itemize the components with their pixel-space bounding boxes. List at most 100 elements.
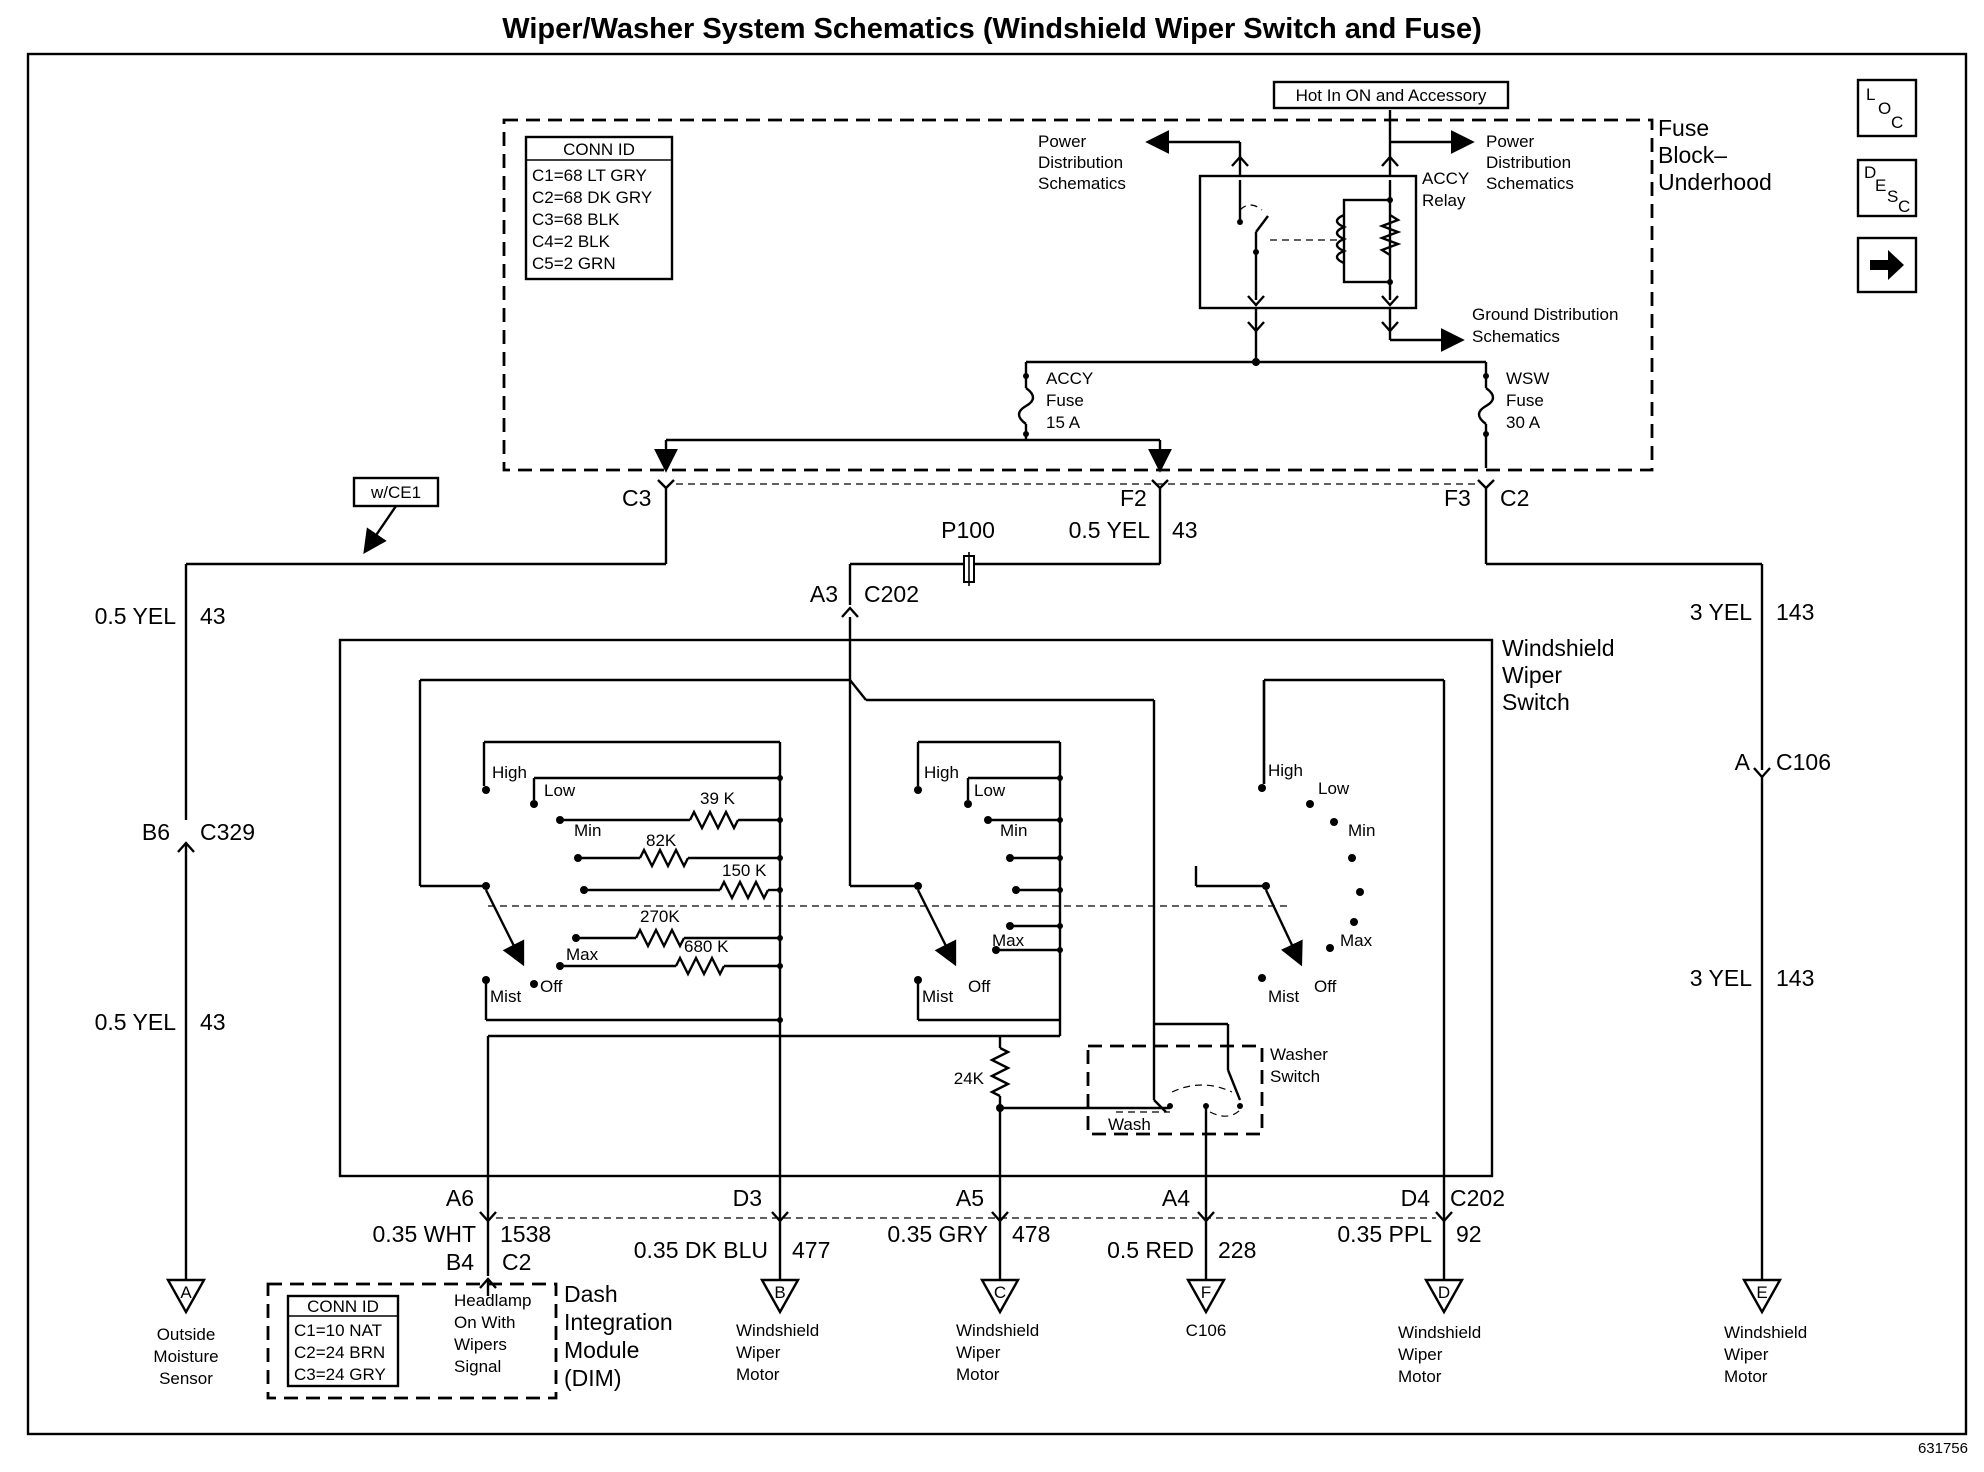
wsw-fuse: WSW Fuse 30 A bbox=[1477, 362, 1549, 468]
svg-text:Schematics: Schematics bbox=[1038, 174, 1126, 193]
svg-text:0.5 RED: 0.5 RED bbox=[1107, 1237, 1194, 1263]
next-button[interactable] bbox=[1856, 236, 1918, 294]
arrow-right-icon bbox=[1870, 250, 1904, 280]
svg-text:E: E bbox=[1756, 1283, 1767, 1302]
svg-text:0.5 YEL: 0.5 YEL bbox=[1069, 517, 1151, 543]
svg-text:D4: D4 bbox=[1401, 1185, 1431, 1211]
svg-text:0.35 WHT: 0.35 WHT bbox=[372, 1221, 476, 1247]
dash-integration-module: Dash Integration Module (DIM) Headlamp O… bbox=[266, 1281, 673, 1400]
svg-text:Wiper: Wiper bbox=[1502, 662, 1562, 688]
svg-text:C5=2 GRN: C5=2 GRN bbox=[532, 254, 616, 273]
conn-id-table-dim: CONN ID C1=10 NAT C2=24 BRN C3=24 GRY bbox=[286, 1294, 400, 1388]
svg-text:C: C bbox=[1898, 197, 1910, 216]
svg-text:Motor: Motor bbox=[1398, 1367, 1442, 1386]
connector-a3 bbox=[841, 606, 859, 618]
svg-text:C106: C106 bbox=[1186, 1321, 1227, 1340]
svg-text:Low: Low bbox=[1318, 779, 1350, 798]
svg-text:0.35 DK BLU: 0.35 DK BLU bbox=[634, 1237, 768, 1263]
windshield-wiper-switch: Windshield Wiper Switch bbox=[338, 635, 1615, 1178]
svg-text:WSW: WSW bbox=[1506, 369, 1549, 388]
svg-text:Off: Off bbox=[540, 977, 563, 996]
svg-text:C2=24 BRN: C2=24 BRN bbox=[294, 1343, 385, 1362]
svg-text:D: D bbox=[1864, 163, 1876, 182]
figure-number: 631756 bbox=[1918, 1440, 1968, 1457]
svg-text:C106: C106 bbox=[1776, 749, 1831, 775]
svg-text:F3: F3 bbox=[1444, 485, 1471, 511]
desc-button[interactable]: D E S C bbox=[1856, 158, 1918, 218]
svg-text:Fuse: Fuse bbox=[1046, 391, 1084, 410]
svg-text:Min: Min bbox=[1000, 821, 1027, 840]
svg-text:43: 43 bbox=[1172, 517, 1198, 543]
svg-text:Outside: Outside bbox=[157, 1325, 216, 1344]
svg-text:CONN ID: CONN ID bbox=[307, 1297, 379, 1316]
svg-text:Hot In ON and Accessory: Hot In ON and Accessory bbox=[1296, 86, 1487, 105]
svg-text:ACCY: ACCY bbox=[1422, 169, 1469, 188]
svg-text:D: D bbox=[1438, 1283, 1450, 1302]
svg-text:Windshield: Windshield bbox=[1398, 1323, 1481, 1342]
svg-text:Dash: Dash bbox=[564, 1281, 618, 1307]
svg-text:0.35 GRY: 0.35 GRY bbox=[887, 1221, 988, 1247]
svg-text:C: C bbox=[1891, 113, 1903, 132]
svg-text:Mist: Mist bbox=[490, 987, 521, 1006]
svg-text:F: F bbox=[1201, 1283, 1211, 1302]
loc-button[interactable]: L O C bbox=[1856, 78, 1918, 138]
connector-f3 bbox=[1477, 479, 1495, 490]
option-tag-ce1: w/CE1 bbox=[352, 476, 440, 554]
svg-text:1538: 1538 bbox=[500, 1221, 551, 1247]
page-title: Wiper/Washer System Schematics (Windshie… bbox=[502, 13, 1482, 45]
reference-a-outside-moisture-sensor: A Outside Moisture Sensor bbox=[153, 1278, 219, 1388]
reference-c-windshield-wiper-motor: C Windshield Wiper Motor bbox=[956, 1278, 1039, 1384]
svg-text:Distribution: Distribution bbox=[1038, 153, 1123, 172]
svg-text:B4: B4 bbox=[446, 1249, 474, 1275]
svg-text:O: O bbox=[1878, 99, 1891, 118]
svg-text:Low: Low bbox=[544, 781, 576, 800]
svg-text:High: High bbox=[924, 763, 959, 782]
svg-text:C202: C202 bbox=[1450, 1185, 1505, 1211]
svg-text:C1=68 LT GRY: C1=68 LT GRY bbox=[532, 166, 647, 185]
svg-text:Wiper: Wiper bbox=[956, 1343, 1001, 1362]
svg-text:C3=68 BLK: C3=68 BLK bbox=[532, 210, 620, 229]
svg-text:Fuse: Fuse bbox=[1506, 391, 1544, 410]
svg-text:Sensor: Sensor bbox=[159, 1369, 213, 1388]
svg-text:C2: C2 bbox=[502, 1249, 531, 1275]
loc-icon: L O C bbox=[1866, 85, 1903, 132]
svg-text:Signal: Signal bbox=[454, 1357, 501, 1376]
svg-text:On With: On With bbox=[454, 1313, 515, 1332]
svg-text:30 A: 30 A bbox=[1506, 413, 1541, 432]
svg-text:A3: A3 bbox=[810, 581, 838, 607]
resistor-24k: 24K bbox=[954, 1036, 1011, 1200]
svg-text:Fuse: Fuse bbox=[1658, 115, 1709, 141]
svg-text:Schematics: Schematics bbox=[1472, 327, 1560, 346]
svg-text:L: L bbox=[1866, 85, 1875, 104]
svg-text:B6: B6 bbox=[142, 819, 170, 845]
svg-text:Underhood: Underhood bbox=[1658, 169, 1772, 195]
svg-text:Motor: Motor bbox=[1724, 1367, 1768, 1386]
svg-text:C: C bbox=[994, 1283, 1006, 1302]
reference-e-windshield-wiper-motor: E Windshield Wiper Motor bbox=[1724, 1278, 1807, 1386]
svg-text:Wash: Wash bbox=[1108, 1115, 1151, 1134]
svg-text:ACCY: ACCY bbox=[1046, 369, 1093, 388]
svg-text:D3: D3 bbox=[733, 1185, 762, 1211]
reference-f-c106: F C106 bbox=[1186, 1278, 1227, 1340]
svg-text:Off: Off bbox=[1314, 977, 1337, 996]
accy-relay: ACCY Relay bbox=[1198, 168, 1469, 310]
wiper-switch-section-3: High Low Min Max Mist Off bbox=[1258, 680, 1375, 1006]
svg-text:Wiper: Wiper bbox=[736, 1343, 781, 1362]
svg-text:270K: 270K bbox=[640, 907, 680, 926]
svg-text:Windshield: Windshield bbox=[956, 1321, 1039, 1340]
svg-text:Wipers: Wipers bbox=[454, 1335, 507, 1354]
svg-text:92: 92 bbox=[1456, 1221, 1482, 1247]
connector-b6 bbox=[177, 841, 195, 853]
washer-switch: Washer Switch Wash bbox=[1000, 1022, 1328, 1200]
ground-distribution: Ground Distribution Schematics bbox=[1381, 305, 1618, 352]
svg-text:Wiper: Wiper bbox=[1398, 1345, 1443, 1364]
svg-text:Windshield: Windshield bbox=[736, 1321, 819, 1340]
svg-text:Wiper: Wiper bbox=[1724, 1345, 1769, 1364]
svg-text:High: High bbox=[1268, 761, 1303, 780]
svg-text:15 A: 15 A bbox=[1046, 413, 1081, 432]
power-distribution-right: Power Distribution Schematics bbox=[1381, 110, 1574, 193]
connector-c3 bbox=[657, 479, 675, 490]
svg-text:0.5 YEL: 0.5 YEL bbox=[95, 603, 177, 629]
svg-text:Low: Low bbox=[974, 781, 1006, 800]
svg-text:Off: Off bbox=[968, 977, 991, 996]
